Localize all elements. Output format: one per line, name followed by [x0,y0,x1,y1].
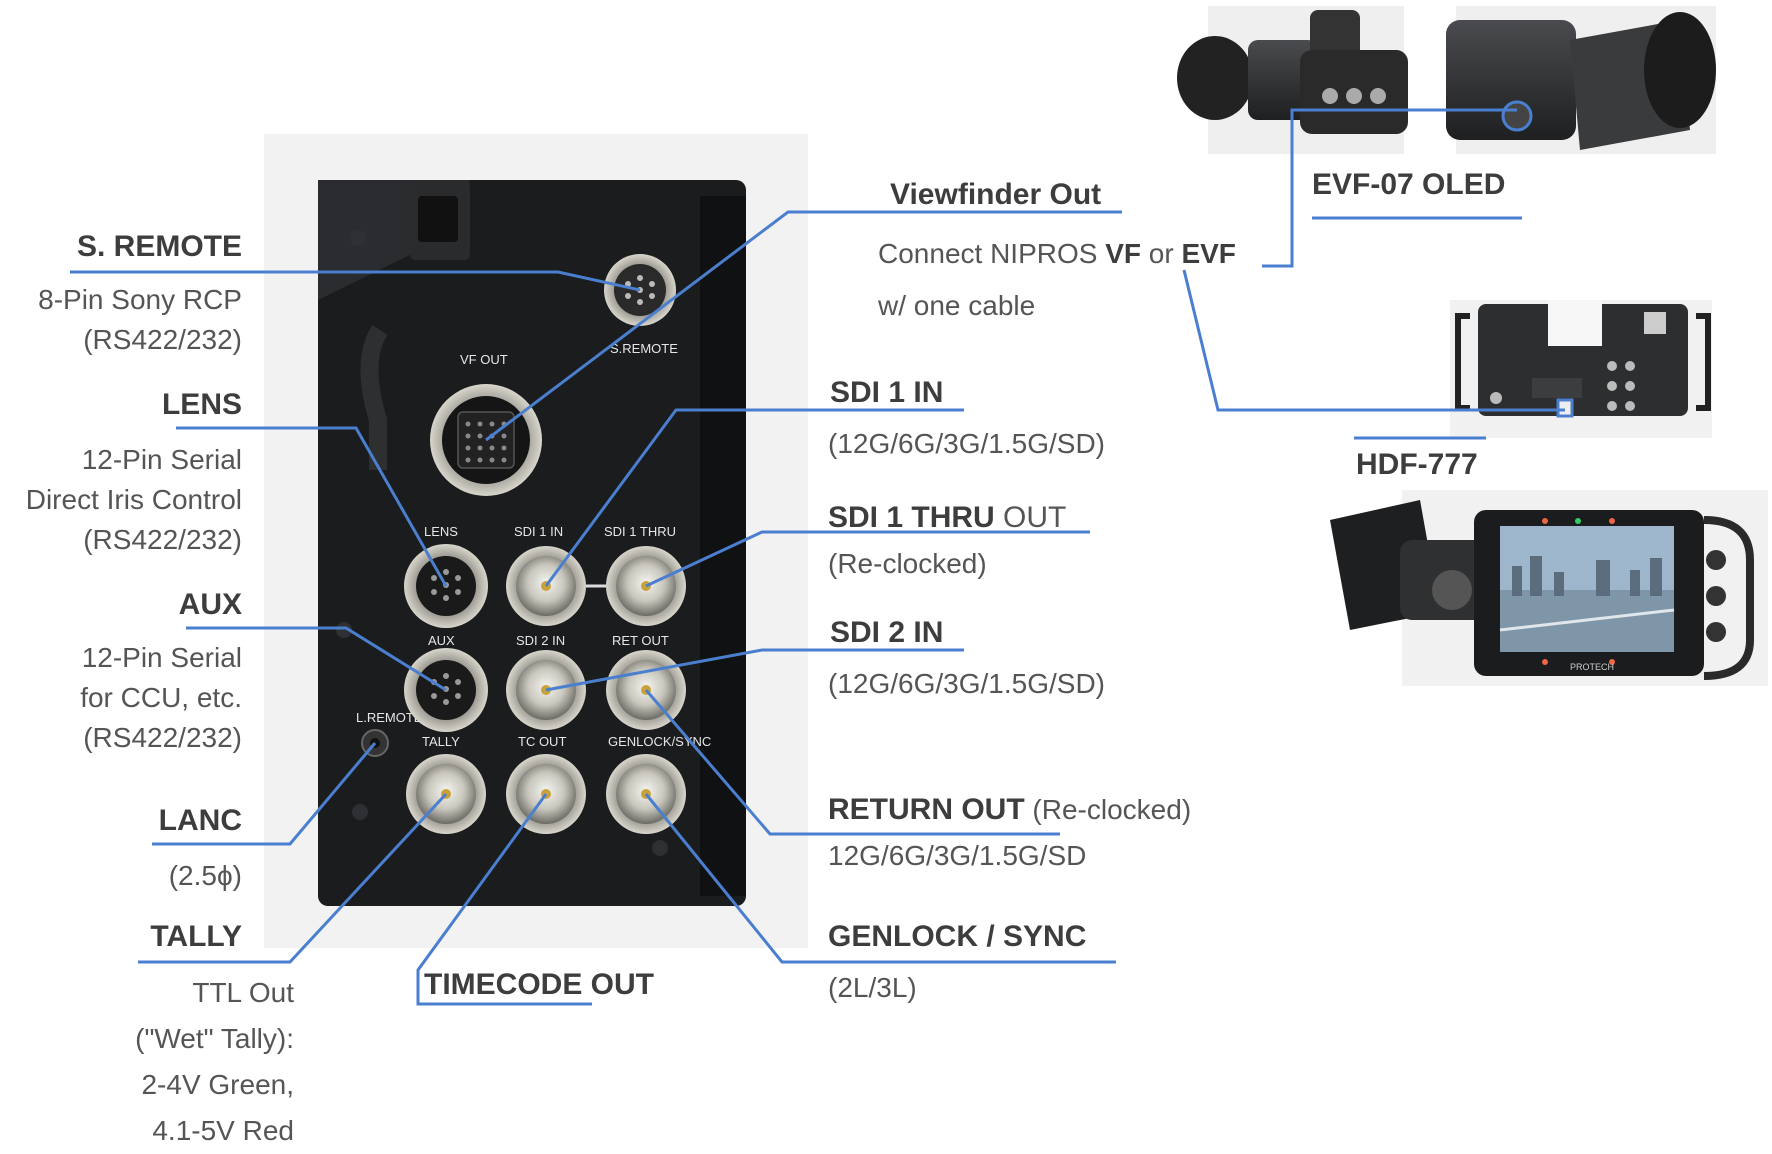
evf-07-image [1177,6,1716,154]
callout-sdi1-thru: SDI 1 THRU OUT [828,498,1066,538]
callout-sdi1-in: SDI 1 IN [830,376,943,410]
callout-sdi2-in-desc: (12G/6G/3G/1.5G/SD) [828,664,1105,704]
desc-line: Connect NIPROS VF or EVF [878,228,1236,280]
callout-title: GENLOCK / SYNC [828,920,1087,953]
callout-s-remote-desc: 8-Pin Sony RCP (RS422/232) [38,280,242,360]
leader-sdi1-thru [645,530,1090,588]
desc-line: 12-Pin Serial [81,444,242,475]
evf-emphasis: EVF [1181,238,1236,269]
callout-title: TALLY [150,920,242,953]
leader-lines [70,108,1565,1006]
leader-timecode [416,793,592,1006]
desc-line: 2-4V Green, [141,1069,294,1100]
hdf-777-back-image [1450,300,1712,438]
hdf-brand-label: PROTECH [1570,662,1614,672]
leader-sdi1-in [544,408,964,587]
desc-line: Direct Iris Control [25,484,242,515]
callout-sdi1-in-desc: (12G/6G/3G/1.5G/SD) [828,424,1105,464]
callout-genlock: GENLOCK / SYNC [828,920,1086,954]
callout-viewfinder-desc: Connect NIPROS VF or EVF w/ one cable [878,228,1236,332]
leader-viewfinder [485,210,1122,442]
panel-label-tc-out: TC OUT [518,734,566,749]
callout-title: LANC [158,804,242,837]
leader-hdf [1182,269,1565,412]
panel-label-sdi2-in: SDI 2 IN [516,633,565,648]
callout-title: Viewfinder Out [890,178,1102,211]
panel-label-vf-out: VF OUT [460,352,508,367]
panel-label-s-remote: S.REMOTE [610,341,678,356]
leader-sdi2-in [545,648,964,692]
product-title: HDF-777 [1356,448,1478,481]
callout-lanc: LANC [159,804,242,838]
leader-lens [176,426,448,587]
desc-text: or [1140,238,1182,269]
leader-s-remote [70,270,641,292]
callout-lanc-desc: (2.5ϕ) [169,856,242,896]
panel-label-lens: LENS [424,524,458,539]
callout-lens-desc: 12-Pin Serial Direct Iris Control (RS422… [26,440,242,560]
product-hdf-label: HDF-777 [1356,448,1478,482]
desc-line: 12G/6G/3G/1.5G/SD [828,840,1087,871]
panel-label-sdi1-thru: SDI 1 THRU [604,524,676,539]
desc-line: TTL Out [192,977,294,1008]
leader-aux [186,626,447,692]
vf-emphasis: VF [1105,238,1141,269]
hdf-777-front-image: PROTECH [1330,490,1768,686]
callout-title: LENS [161,388,242,421]
desc-line: (12G/6G/3G/1.5G/SD) [828,428,1105,459]
callout-title: TIMECODE OUT [424,968,654,1001]
callout-title: SDI 1 THRU [828,501,995,534]
callout-tally: TALLY [150,920,242,954]
callout-title-suffix: OUT [994,501,1067,534]
panel-label-aux: AUX [428,633,455,648]
panel-label-l-remote: L.REMOTE [356,710,423,725]
callout-title-suffix: (Re-clocked) [1024,794,1192,825]
callout-return-out: RETURN OUT (Re-clocked) [828,790,1191,830]
callout-title: SDI 1 IN [830,376,944,409]
callout-title: RETURN OUT [828,793,1025,826]
callout-sdi2-in: SDI 2 IN [830,616,943,650]
callout-timecode: TIMECODE OUT [424,968,654,1002]
desc-line: (2.5ϕ) [168,860,242,891]
desc-line: (RS422/232) [83,722,242,753]
desc-text: Connect NIPROS [878,238,1106,269]
desc-line: 8-Pin Sony RCP [38,284,242,315]
leader-lanc [152,742,377,846]
leader-evf [1262,108,1517,268]
panel-label-tally: TALLY [422,734,460,749]
callout-return-out-desc: 12G/6G/3G/1.5G/SD [828,836,1086,876]
product-evf-label: EVF-07 OLED [1312,168,1505,202]
callout-title: SDI 2 IN [830,616,944,649]
callout-sdi1-thru-desc: (Re-clocked) [828,544,987,584]
desc-line: (12G/6G/3G/1.5G/SD) [828,668,1105,699]
callout-viewfinder: Viewfinder Out [890,178,1101,212]
desc-line: 4.1-5V Red [152,1115,294,1146]
desc-line: for CCU, etc. [80,682,242,713]
desc-line: 12-Pin Serial [81,642,242,673]
leader-tally [138,792,448,964]
callout-s-remote: S. REMOTE [77,230,242,264]
leader-genlock [644,793,1116,964]
callout-aux: AUX [179,588,242,622]
desc-line: (Re-clocked) [828,548,987,579]
desc-line: w/ one cable [878,290,1036,321]
callout-title: AUX [178,588,242,621]
callout-tally-desc: TTL Out ("Wet" Tally): 2-4V Green, 4.1-5… [135,970,294,1154]
desc-line: (RS422/232) [83,524,242,555]
product-title: EVF-07 OLED [1312,168,1506,201]
panel-label-sdi1-in: SDI 1 IN [514,524,563,539]
desc-line: (RS422/232) [83,324,242,355]
callout-lens: LENS [162,388,242,422]
desc-line: ("Wet" Tally): [135,1023,294,1054]
desc-line: (2L/3L) [828,972,917,1003]
callout-title: S. REMOTE [76,230,242,263]
callout-genlock-desc: (2L/3L) [828,968,917,1008]
leader-return-out [644,689,1060,836]
callout-aux-desc: 12-Pin Serial for CCU, etc. (RS422/232) [80,638,242,758]
panel-label-ret-out: RET OUT [612,633,669,648]
